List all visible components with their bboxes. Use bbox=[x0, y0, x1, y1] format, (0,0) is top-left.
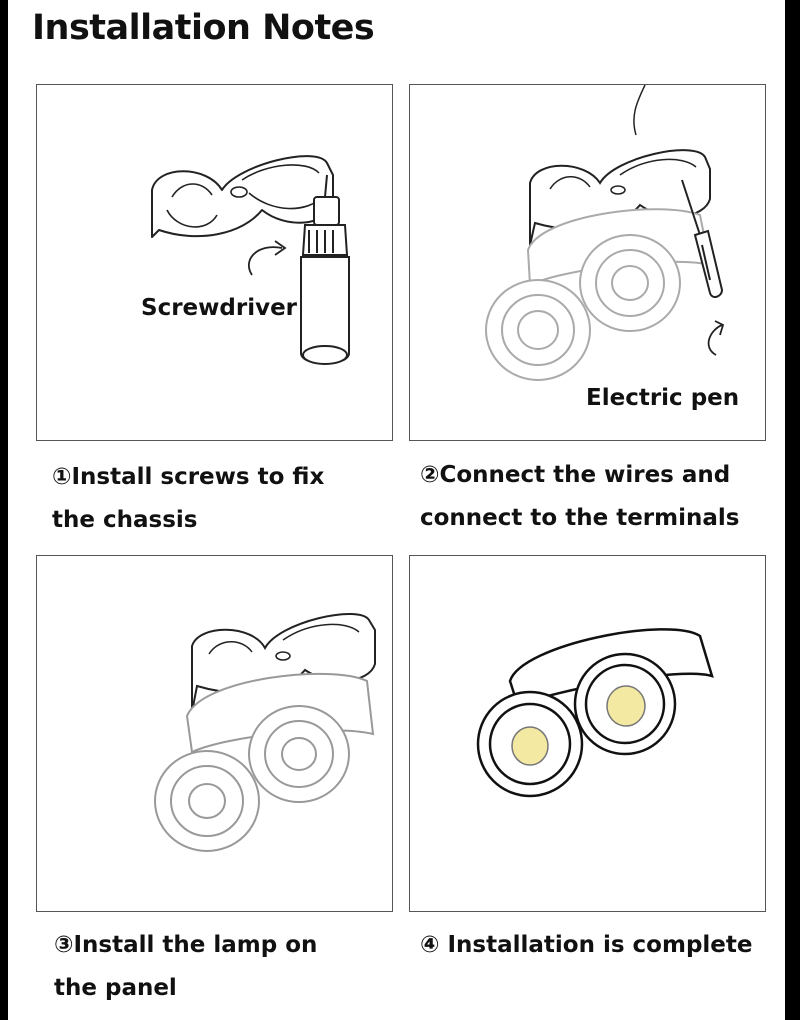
completed-lamp-drawing bbox=[476, 628, 714, 798]
step4-illustration bbox=[409, 555, 766, 912]
step3-illustration bbox=[36, 555, 393, 912]
step2-illustration: Electric pen bbox=[409, 84, 766, 441]
rotation-arrow-icon bbox=[247, 240, 287, 276]
lamp-mounting-drawing bbox=[154, 612, 376, 852]
lamp-body bbox=[476, 628, 714, 798]
electric-pen-icon bbox=[681, 179, 724, 298]
step3-caption: ③Install the lamp on the panel bbox=[54, 924, 317, 1010]
wiring-drawing bbox=[485, 85, 725, 381]
page-title: Installation Notes bbox=[32, 8, 375, 48]
lamp-body-faded bbox=[154, 672, 375, 852]
step2-caption: ②Connect the wires and connect to the te… bbox=[420, 454, 739, 540]
step3-caption-line1: ③Install the lamp on bbox=[54, 932, 318, 958]
screwdriver-icon bbox=[300, 174, 350, 365]
rotation-arrow-icon bbox=[707, 320, 725, 356]
lamp-lens-icon bbox=[511, 685, 646, 766]
step1-caption: ①Install screws to fix the chassis bbox=[52, 456, 324, 542]
chassis-and-screwdriver-drawing bbox=[151, 155, 350, 365]
step1-illustration: Screwdriver bbox=[36, 84, 393, 441]
step1-caption-line2: the chassis bbox=[52, 507, 198, 533]
step3-caption-line2: the panel bbox=[54, 975, 177, 1001]
lamp-body-faded bbox=[485, 208, 712, 381]
electric-pen-label: Electric pen bbox=[586, 385, 740, 411]
instruction-sheet: Installation Notes bbox=[8, 0, 785, 1020]
step2-caption-line2: connect to the terminals bbox=[420, 505, 740, 531]
screwdriver-label: Screwdriver bbox=[141, 295, 298, 321]
step4-caption: ④ Installation is complete bbox=[420, 924, 753, 967]
step4-caption-line1: ④ Installation is complete bbox=[420, 932, 753, 958]
step2-caption-line1: ②Connect the wires and bbox=[420, 462, 731, 488]
step1-caption-line1: ①Install screws to fix bbox=[52, 464, 325, 490]
